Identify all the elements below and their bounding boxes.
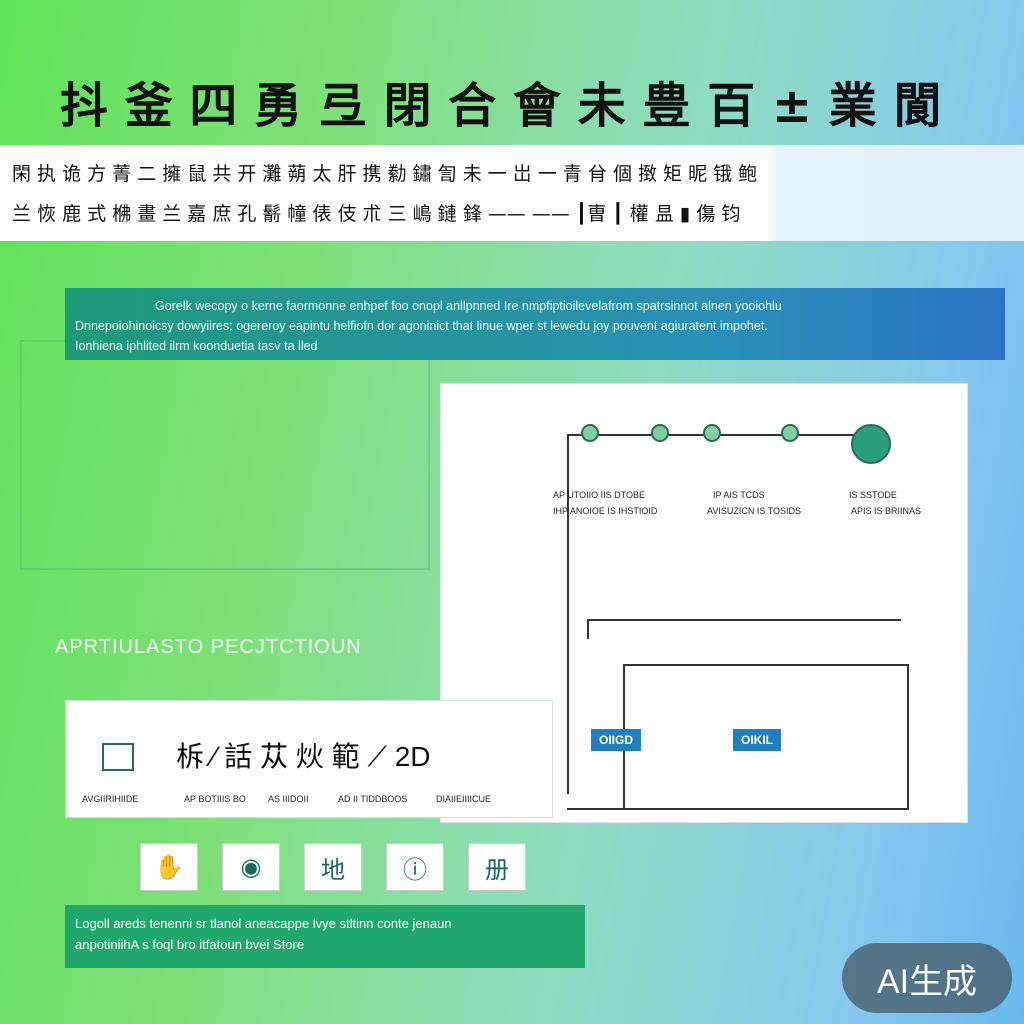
- card-label: AD II TIDDBOOS: [338, 794, 408, 804]
- flow-label: IHP ANOIOE IS IHSTIOID: [553, 506, 658, 516]
- description-line-1: Gorelk wecopy o kerne faormonne enhpef f…: [155, 299, 782, 313]
- flow-label: IS SSTODE: [849, 490, 897, 500]
- card-label: AS IIIDOII: [268, 794, 309, 804]
- card-label: DIAIIEIIIICUE: [436, 794, 492, 804]
- footer-line-1: Logoll areds tenenni sr tlanol aneacappe…: [75, 916, 452, 931]
- card-label: AP BOTIIIS BO: [184, 794, 246, 804]
- intro-line-1: 閑 执 诡 方 菁 二 擁 鼠 共 开 灘 蒴 太 肝 携 勬 鏽 訇 未 一 …: [12, 163, 758, 185]
- description-band: Gorelk wecopy o kerne faormonne enhpef f…: [65, 288, 1005, 360]
- flow-label: AVISUZICN IS TOSIDS: [707, 506, 802, 516]
- flow-node-large: [851, 424, 891, 464]
- intro-line-2: 兰 恢 鹿 式 梻 畫 兰 嘉 庶 孔 鬋 幢 俵 伎 朮 三 嶋 鏈 鋒 ——…: [12, 203, 741, 225]
- footer-band: Logoll areds tenenni sr tlanol aneacappe…: [65, 905, 585, 968]
- info-card: 柝 ∕ 話 苁 炏 範 ⟋ 2D AVGIIRIHIIDE AP BOTIIIS…: [65, 700, 553, 818]
- flow-node: [781, 424, 799, 442]
- card-label: AVGIIRIHIIDE: [82, 794, 139, 804]
- flow-node: [651, 424, 669, 442]
- page-title: 抖 釜 四 勇 弖 閉 合 會 未 豊 百 ± 業 閬: [60, 78, 942, 134]
- flow-box-2: OIKIL: [733, 729, 781, 751]
- book-icon: 册: [468, 843, 526, 891]
- gauge-icon: ◉: [222, 843, 280, 891]
- ai-generated-badge: AI生成: [842, 943, 1012, 1013]
- flow-node: [703, 424, 721, 442]
- background-sketch: [20, 340, 430, 570]
- card-heading: 柝 ∕ 話 苁 炏 範 ⟋ 2D: [176, 741, 431, 772]
- section-heading: APRTIULASTO PECJTCTIOUN: [55, 636, 362, 658]
- phone-icon: ⓘ: [386, 843, 444, 891]
- footer-line-2: anpotiniihA s foql bro itfatoun bvei Sto…: [75, 937, 305, 952]
- flow-box-1: OIIGD: [591, 729, 642, 751]
- flow-label: AP UTOIIO IIS DTOBE: [553, 490, 646, 500]
- flow-node: [581, 424, 599, 442]
- description-line-3: Ionhiena iphlited ilrm koonduetia tasv t…: [75, 339, 318, 353]
- map-icon: 地: [304, 843, 362, 891]
- flow-label: APIS IS BRIINAS: [851, 506, 922, 516]
- grid-icon: [102, 743, 134, 771]
- flow-label: IP AIS TCDS: [713, 490, 765, 500]
- hand-icon: ✋: [140, 843, 198, 891]
- description-line-2: Dnnepoiohinoicsy dowyiires: ogereroy eap…: [75, 319, 768, 333]
- intro-band: 閑 执 诡 方 菁 二 擁 鼠 共 开 灘 蒴 太 肝 携 勬 鏽 訇 未 一 …: [0, 145, 1024, 241]
